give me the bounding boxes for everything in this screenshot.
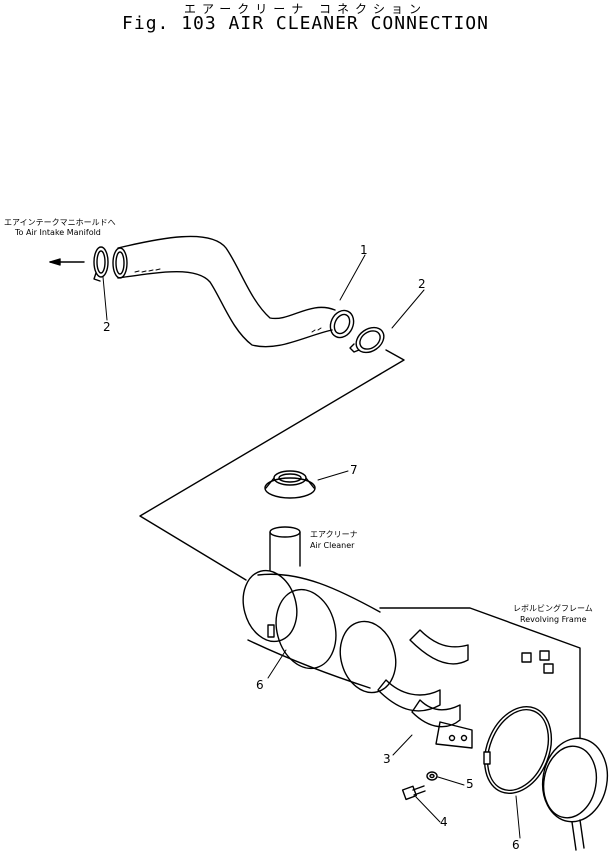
label-intake-en: To Air Intake Manifold <box>15 228 101 237</box>
figure-title: Fig. 103 AIR CLEANER CONNECTION <box>122 13 489 34</box>
callout-6-left: 6 <box>256 678 264 692</box>
leader-lines <box>102 254 521 839</box>
rain-cap <box>264 470 316 499</box>
intake-hose <box>112 235 355 348</box>
hose-clamp-left <box>93 246 109 282</box>
band-clamp-right <box>483 705 553 795</box>
label-frame-en: Revolving Frame <box>520 615 587 624</box>
washer <box>426 771 438 781</box>
assembly-line <box>139 349 405 581</box>
label-intake-jp: エアインテークマニホールドへ <box>4 218 116 227</box>
callout-3: 3 <box>383 752 391 766</box>
callout-7: 7 <box>350 463 358 477</box>
hose-clamp-right <box>349 326 385 354</box>
air-cleaner-cover <box>541 737 609 851</box>
revolving-frame <box>379 607 581 739</box>
bolt <box>401 785 426 801</box>
callout-2-left: 2 <box>103 320 111 334</box>
callout-6-right: 6 <box>512 838 520 852</box>
label-cleaner-en: Air Cleaner <box>310 541 355 550</box>
label-cleaner-jp: エアクリーナ <box>310 530 358 539</box>
label-frame-jp: レボルビングフレーム <box>513 604 593 613</box>
callout-4: 4 <box>440 815 448 829</box>
callout-2-right: 2 <box>418 277 426 291</box>
air-cleaner-body <box>242 526 397 694</box>
direction-arrow <box>49 258 85 266</box>
frame-nuts <box>521 650 554 674</box>
title-japanese: エアークリーナ コネクション <box>183 2 428 16</box>
mounting-bracket <box>377 629 473 749</box>
callout-1: 1 <box>360 243 368 257</box>
callout-5: 5 <box>466 777 474 791</box>
